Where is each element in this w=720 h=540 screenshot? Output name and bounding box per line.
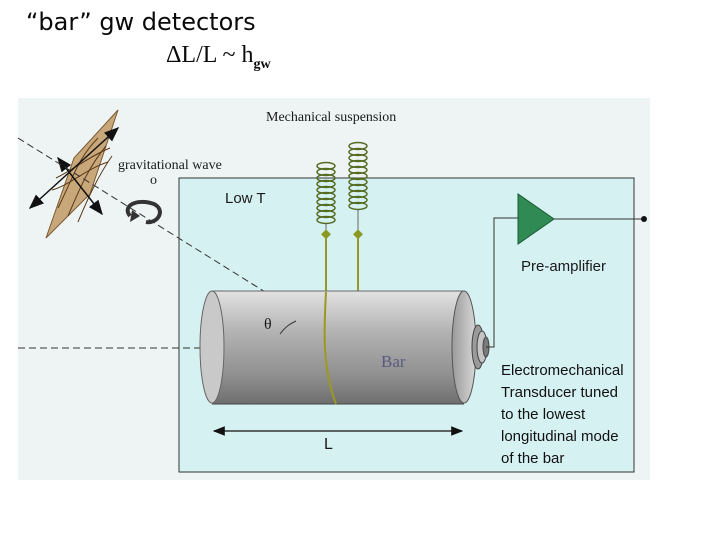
strain-formula: ΔL/L ~ hgw	[166, 42, 271, 73]
gravitational-wave-label: gravitational wave	[118, 158, 222, 173]
rotation-arrow-icon	[125, 199, 162, 225]
output-terminal	[641, 216, 647, 222]
theta-arc	[279, 320, 297, 335]
amplifier-icon	[517, 193, 555, 245]
bar-label: Bar	[381, 352, 406, 371]
mechanical-suspension-label: Mechanical suspension	[266, 110, 397, 125]
formula-subscript: gw	[253, 57, 271, 72]
suspension-wire-loop	[323, 291, 337, 405]
transducer-line: to the lowest	[501, 406, 586, 423]
signal-line	[486, 217, 518, 348]
transducer-line: Transducer tuned	[501, 384, 619, 401]
suspension-clamp-left	[321, 229, 331, 240]
rotation-arrowhead-icon	[130, 210, 140, 222]
slide-title: “bar” gw detectors	[26, 8, 256, 36]
transducer-line: Electromechanical	[501, 362, 624, 379]
suspension-spring-left	[316, 161, 336, 225]
pre-amplifier-label: Pre-amplifier	[521, 258, 607, 275]
gravitational-wave-plane	[28, 109, 120, 239]
suspension-spring-right	[348, 141, 368, 211]
transducer-line: of the bar	[501, 450, 565, 467]
transducer-description: Electromechanical Transducer tuned to th…	[501, 360, 624, 470]
bar-detector-diagram	[18, 98, 650, 480]
bar-cylinder	[199, 290, 477, 405]
suspension-clamp-right	[353, 229, 363, 240]
transducer-icon	[471, 324, 490, 370]
length-label: L	[324, 436, 333, 453]
low-t-label: Low T	[225, 190, 266, 207]
transducer-line: longitudinal mode	[501, 428, 619, 445]
formula-main: ΔL/L ~ h	[166, 42, 254, 68]
polarization-angle-label: ο	[150, 173, 157, 188]
theta-label: θ	[264, 316, 272, 333]
